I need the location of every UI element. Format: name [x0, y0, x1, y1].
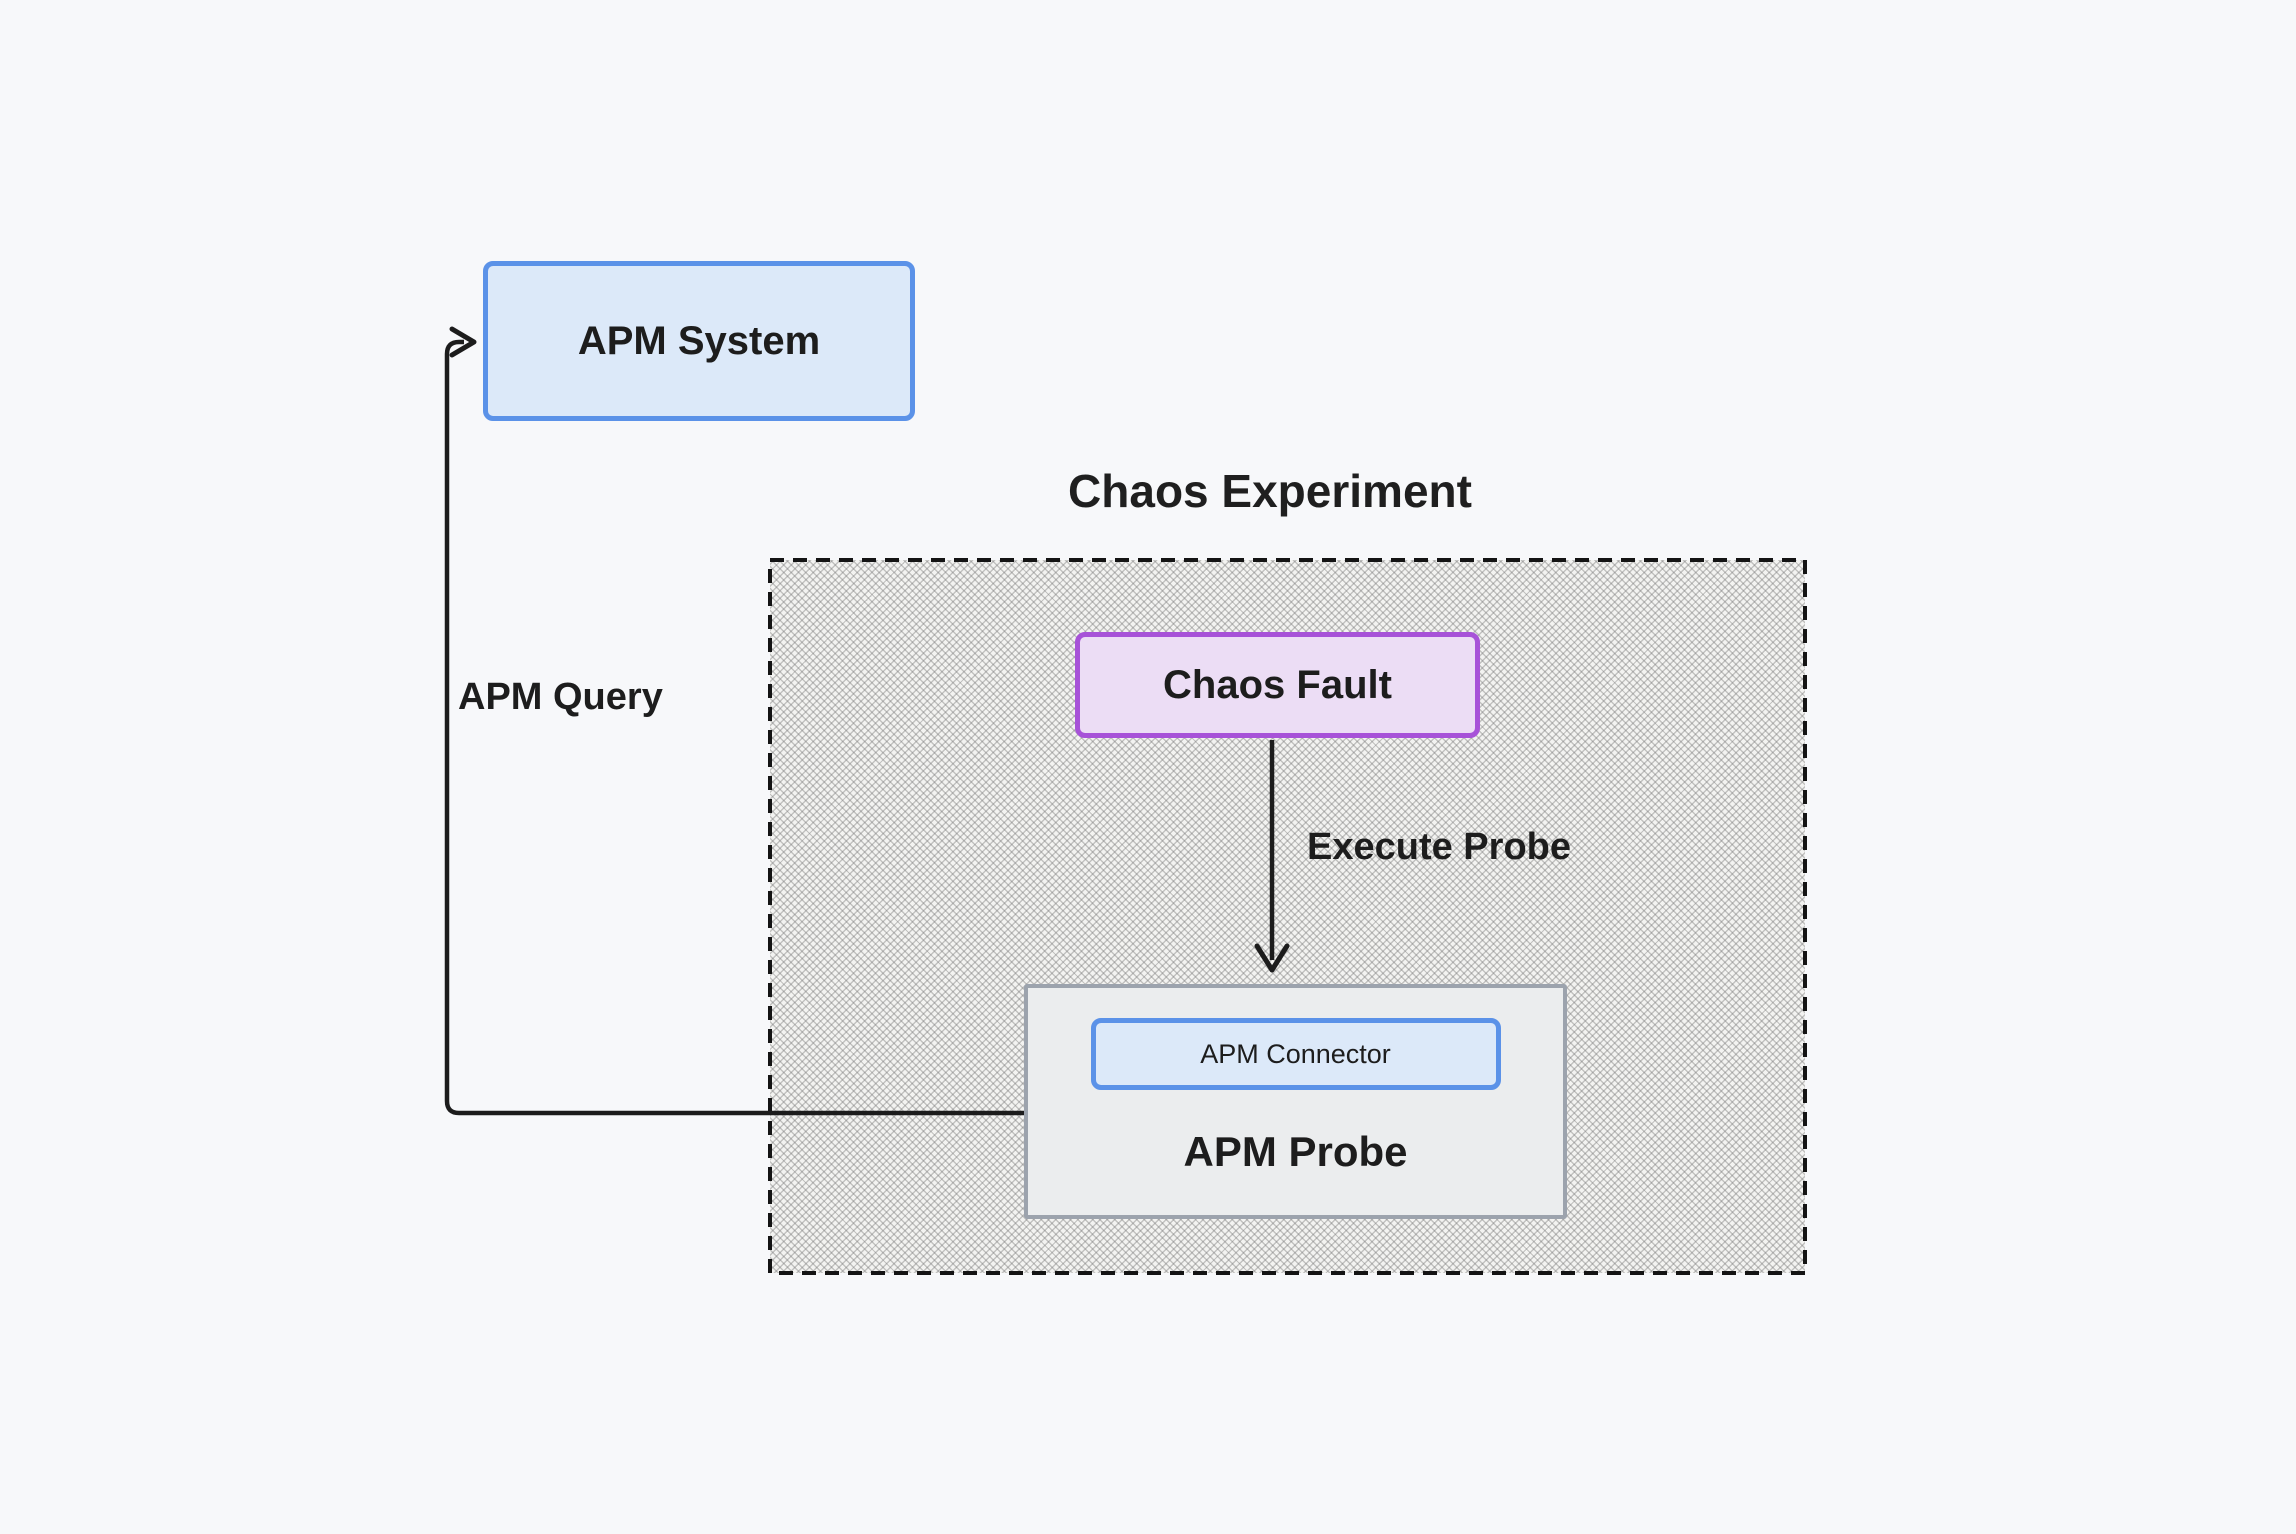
- apm-system-label: APM System: [577, 318, 821, 363]
- node-apm-probe: APM Connector APM Probe: [1024, 984, 1567, 1219]
- chaos-experiment-title: Chaos Experiment: [1068, 465, 1472, 517]
- node-apm-connector: APM Connector: [1090, 1018, 1501, 1090]
- apm-query-edge-label: APM Query: [458, 676, 663, 718]
- execute-probe-edge-label: Execute Probe: [1307, 826, 1571, 868]
- apm-query-arrowhead: [449, 326, 477, 358]
- chaos-fault-label: Chaos Fault: [1163, 662, 1392, 707]
- node-apm-system: APM System: [483, 261, 915, 421]
- apm-probe-label: APM Probe: [1183, 1128, 1408, 1175]
- apm-connector-label: APM Connector: [1200, 1038, 1391, 1069]
- node-chaos-fault: Chaos Fault: [1075, 632, 1480, 738]
